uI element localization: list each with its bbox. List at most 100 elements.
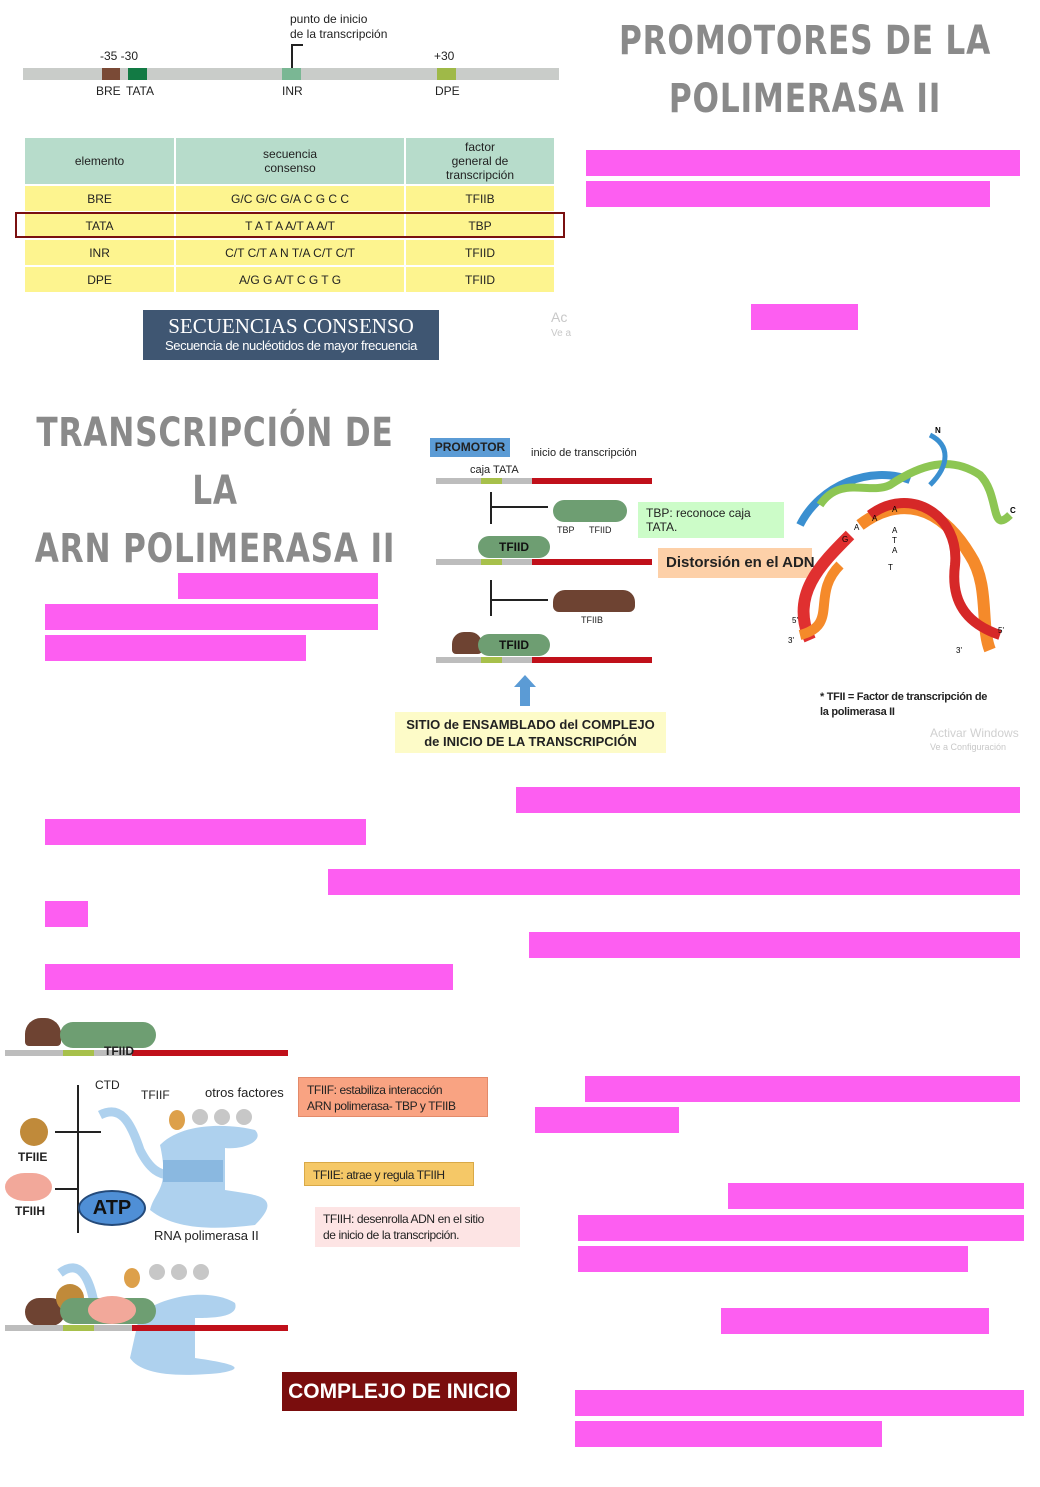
highlight-bar <box>721 1308 989 1334</box>
base-label: A <box>854 523 860 532</box>
tfiid-protein <box>553 500 627 522</box>
highlight-bar <box>45 604 378 630</box>
up-arrow-icon <box>514 675 536 687</box>
end-label: 5' <box>998 626 1004 635</box>
line: TFIIH: desenrolla ADN en el sitio <box>323 1212 484 1226</box>
tbp-dna-structure-image: N C A A A G A T A T 5' 3' 5' 3' <box>788 426 1016 655</box>
line: de inicio de la transcripción. <box>323 1228 460 1242</box>
highlight-bar <box>586 181 990 207</box>
cell: A/G G A/T C G T G <box>174 265 406 294</box>
ctd-label: CTD <box>95 1078 120 1092</box>
position-minus: -35 -30 <box>100 49 139 63</box>
cell: TFIIB <box>403 184 557 213</box>
watermark: Ve a Configuración <box>930 742 1007 752</box>
arrow-icon <box>490 492 492 524</box>
line: TATA. <box>646 520 678 534</box>
watermark: Ve a <box>551 328 572 339</box>
initiation-complex-image <box>25 1263 236 1375</box>
tfiie-note: TFIIE: atrae y regula TFIIH <box>304 1162 474 1186</box>
start-caption-2: de la transcripción <box>290 27 388 41</box>
start-arrow-head <box>291 44 303 46</box>
label-inr: INR <box>282 84 303 98</box>
header-elemento: elemento <box>22 136 177 186</box>
header-factor: factor general de transcripción <box>403 136 557 186</box>
line: SITIO de ENSAMBLADO del COMPLEJO <box>406 717 655 732</box>
highlight-bar <box>578 1246 968 1272</box>
line: TBP: reconoce caja <box>646 506 751 520</box>
label-dpe: DPE <box>435 84 460 98</box>
tfiie-protein <box>20 1118 48 1146</box>
highlight-bar <box>45 964 453 990</box>
tbp-label: TBP <box>557 525 575 535</box>
n-terminal-label: N <box>935 426 941 435</box>
tfii-note: * TFII = Factor de transcripción de la po… <box>820 690 987 720</box>
tata-row-highlight <box>15 212 565 238</box>
complex-banner: COMPLEJO DE INICIO <box>282 1372 517 1411</box>
highlight-bar <box>529 932 1020 958</box>
tfiih-protein <box>5 1173 52 1201</box>
dpe-box <box>437 68 456 80</box>
start-label: inicio de transcripción <box>531 447 637 459</box>
arrow-icon <box>490 580 492 616</box>
bre-box <box>102 68 120 80</box>
end-label: 3' <box>956 646 962 655</box>
otros-factores-label: otros factores <box>205 1085 284 1100</box>
distortion-label: Distorsión en el ADN <box>658 548 815 578</box>
atp-label: ATP <box>78 1190 146 1226</box>
cell: TBP <box>403 211 557 240</box>
consensus-banner: SECUENCIAS CONSENSO Secuencia de nucléot… <box>143 310 439 360</box>
tfiib-label: TFIIB <box>581 615 603 625</box>
tfiid-label: TFIID <box>589 525 612 535</box>
base-label: A <box>892 546 898 555</box>
tata-label: caja TATA <box>470 464 519 476</box>
highlight-bar <box>578 1215 1024 1241</box>
highlight-bar <box>585 1076 1020 1102</box>
tfiih-note: TFIIH: desenrolla ADN en el sitio de inic… <box>315 1207 520 1247</box>
c-terminal-label: C <box>1010 506 1016 515</box>
cell: TFIID <box>403 238 557 267</box>
watermark: Ac <box>551 309 568 325</box>
rna-polymerase-image <box>97 1107 268 1228</box>
heading-line: TRANSCRIPCIÓN DE LA <box>36 410 394 514</box>
highlight-bar <box>575 1421 882 1447</box>
label-bre: BRE <box>96 84 121 98</box>
line: TFIIF: estabiliza interacción <box>307 1083 443 1097</box>
assembly-site-label: SITIO de ENSAMBLADO del COMPLEJO de INICI… <box>395 712 666 753</box>
banner-title: SECUENCIAS CONSENSO <box>168 314 414 338</box>
line: de INICIO DE LA TRANSCRIPCIÓN <box>424 734 637 749</box>
tfiid-label: TFIID <box>104 1044 134 1058</box>
arrow-icon <box>77 1085 79 1233</box>
cell: INR <box>22 238 177 267</box>
tfiib-protein <box>553 590 635 612</box>
end-label: 5' <box>792 616 798 625</box>
inr-box <box>282 68 301 80</box>
highlight-bar <box>751 304 858 330</box>
promotor-label: PROMOTOR <box>430 438 510 457</box>
base-label: A <box>872 514 878 523</box>
heading-line: PROMOTORES DE LA <box>618 18 992 64</box>
tfiid-bound: TFIID <box>478 536 550 558</box>
base-label: G <box>842 535 848 544</box>
highlight-bar <box>45 901 88 927</box>
heading-promotores: PROMOTORES DE LA POLIMERASA II <box>614 12 996 128</box>
tfiif-label: TFIIF <box>141 1088 170 1102</box>
end-label: 3' <box>788 636 794 645</box>
highlight-bar <box>178 573 378 599</box>
line: * TFII = Factor de transcripción de <box>820 691 988 703</box>
heading-line: POLIMERASA II <box>668 76 942 122</box>
line: la polimerasa II <box>820 706 895 718</box>
label-tata: TATA <box>126 84 154 98</box>
cell: TATA <box>22 211 177 240</box>
start-caption-1: punto de inicio <box>290 12 368 26</box>
cell: TFIID <box>403 265 557 294</box>
cell: BRE <box>22 184 177 213</box>
start-arrow-icon <box>291 44 293 68</box>
highlight-bar <box>728 1183 1024 1209</box>
base-label: T <box>892 536 897 545</box>
highlight-bar <box>516 787 1020 813</box>
